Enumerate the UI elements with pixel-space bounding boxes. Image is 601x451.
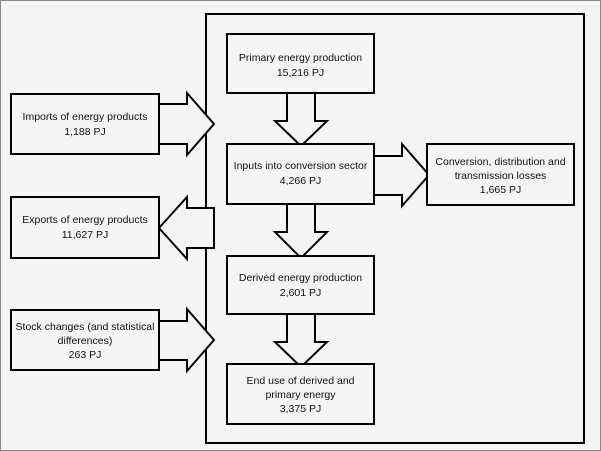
inputs-conversion-label-line1: Inputs into conversion sector: [234, 160, 368, 172]
derived-energy-value: 2,601 PJ: [280, 287, 321, 299]
imports-value: 1,188 PJ: [64, 126, 105, 138]
losses-label-line2: transmission losses: [455, 170, 547, 182]
primary-energy-value: 15,216 PJ: [277, 67, 324, 79]
stock-changes-label-line2: differences): [58, 335, 113, 347]
losses-value: 1,665 PJ: [480, 184, 521, 196]
end-use-label-line1: End use of derived and: [247, 375, 355, 387]
node-exports: Exports of energy products 11,627 PJ: [10, 196, 160, 259]
arrow-imports-into-system: [158, 90, 216, 158]
node-stock-changes: Stock changes (and statistical differenc…: [10, 309, 160, 371]
arrow-inputs-to-derived: [272, 203, 330, 260]
exports-value: 11,627 PJ: [62, 229, 109, 241]
stock-changes-label-line1: Stock changes (and statistical: [16, 321, 155, 333]
arrow-inputs-to-losses: [373, 141, 431, 209]
end-use-value: 3,375 PJ: [280, 403, 321, 415]
losses-label-line1: Conversion, distribution and: [435, 156, 565, 168]
node-inputs-into-conversion-sector: Inputs into conversion sector 4,266 PJ: [226, 143, 375, 205]
exports-label-line1: Exports of energy products: [22, 214, 147, 226]
node-imports: Imports of energy products 1,188 PJ: [10, 93, 160, 155]
arrow-stock-changes-into-system: [158, 306, 216, 374]
node-primary-energy-production: Primary energy production 15,216 PJ: [226, 33, 375, 94]
node-derived-energy-production: Derived energy production 2,601 PJ: [226, 255, 375, 315]
primary-energy-label-line1: Primary energy production: [239, 52, 362, 64]
derived-energy-label-line1: Derived energy production: [239, 272, 362, 284]
arrow-primary-to-inputs: [272, 92, 330, 148]
inputs-conversion-value: 4,266 PJ: [280, 175, 321, 187]
arrow-exports-out-of-system: [157, 194, 215, 262]
stock-changes-value: 263 PJ: [69, 349, 102, 361]
end-use-label-line2: primary energy: [265, 389, 336, 401]
node-conversion-losses: Conversion, distribution and transmissio…: [426, 143, 575, 206]
node-end-use: End use of derived and primary energy 3,…: [226, 363, 375, 425]
arrow-derived-to-enduse: [272, 313, 330, 369]
imports-label-line1: Imports of energy products: [23, 111, 148, 123]
